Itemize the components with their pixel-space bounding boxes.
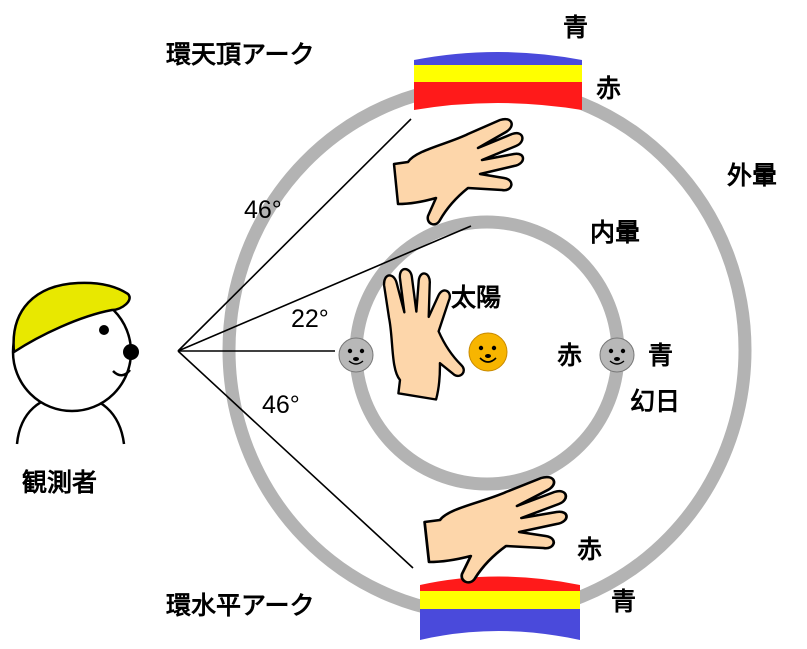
angle-lower-label: 46°: [262, 391, 300, 419]
observer-label: 観測者: [22, 468, 97, 497]
sight-line-outer-top: [177, 118, 412, 352]
blue-top-label: 青: [563, 13, 588, 42]
arc-red-band: [414, 82, 582, 110]
blue-sundog-label: 青: [648, 341, 673, 370]
hand-icon: [423, 475, 568, 584]
observer-icon: [11, 281, 139, 445]
red-top-label: 赤: [596, 74, 621, 103]
arc-blue-band: [414, 52, 582, 65]
blue-bottom-label: 青: [611, 587, 636, 616]
outer-halo-label: 外暈: [727, 161, 777, 190]
circumzenithal-arc: [414, 52, 582, 110]
sun-label: 太陽: [451, 283, 501, 312]
inner-halo-label: 内暈: [590, 218, 640, 247]
parhelion-label: 幻日: [630, 387, 680, 416]
sight-lines: [177, 118, 472, 569]
arc-blue-band: [420, 609, 580, 640]
angle-upper-label: 46°: [244, 196, 282, 224]
arc-red-band: [420, 576, 580, 591]
circumhorizontal-arc: [420, 576, 580, 640]
red-bottom-label: 赤: [577, 535, 602, 564]
red-sundog-label: 赤: [557, 341, 582, 370]
angle-inner-label: 22°: [291, 305, 329, 333]
sundog-right-icon: [599, 337, 635, 373]
circumzenithal-arc-label: 環天頂アーク: [166, 40, 315, 69]
sun-icon: [468, 332, 508, 372]
arc-yellow-band: [414, 65, 582, 82]
sight-line-outer-bottom: [177, 350, 414, 569]
sight-line-inner-top: [177, 225, 472, 352]
sundog-left-icon: [338, 337, 374, 373]
arc-yellow-band: [420, 591, 580, 609]
circumhorizontal-arc-label: 環水平アーク: [166, 591, 315, 620]
hand-icon: [392, 117, 525, 226]
